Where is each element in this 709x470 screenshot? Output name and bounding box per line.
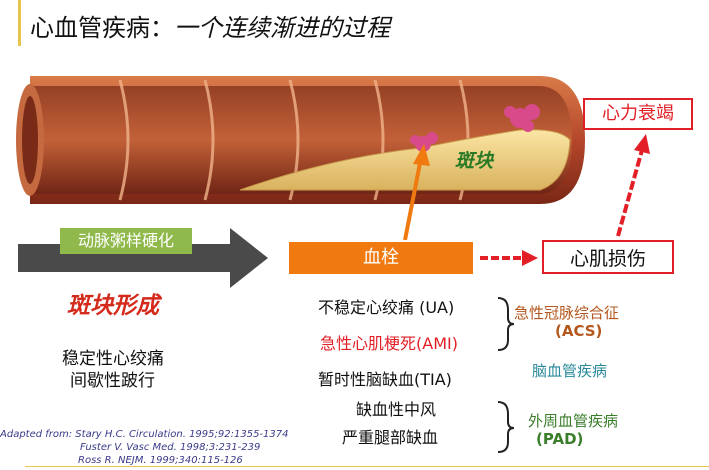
footer-divider bbox=[25, 466, 709, 467]
pad-group-label: 外周血管疾病 bbox=[528, 412, 619, 430]
plaque-pointer-arrow bbox=[403, 144, 430, 240]
disease-ami: 急性心肌梗死(AMI) bbox=[320, 334, 458, 353]
disease-limb-ischemia: 严重腿部缺血 bbox=[342, 428, 439, 447]
cerebrovascular-group-label: 脑血管疾病 bbox=[532, 362, 608, 380]
atherosclerosis-arrow bbox=[18, 228, 268, 288]
pad-abbrev: (PAD) bbox=[536, 430, 584, 448]
plaque-formation-label: 斑块形成 bbox=[67, 293, 159, 319]
watermark: 下载后无水印 bbox=[262, 218, 401, 243]
thrombus-clots bbox=[410, 104, 540, 152]
reference-3: Ross R. NEJM. 1999;340:115-126 bbox=[78, 455, 243, 466]
claudication-label: 间歇性跛行 bbox=[70, 371, 155, 391]
pad-bracket bbox=[497, 401, 515, 453]
acs-group-label: 急性冠脉综合征 bbox=[514, 304, 620, 322]
reference-2: Fuster V. Vasc Med. 1998;3:231-239 bbox=[80, 442, 261, 453]
reference-1: Adapted from: Stary H.C. Circulation. 19… bbox=[0, 429, 289, 440]
acs-bracket bbox=[497, 297, 515, 351]
heart-failure-box: 心力衰竭 bbox=[583, 98, 693, 130]
title-accent-bar bbox=[18, 0, 21, 46]
acs-abbrev: (ACS) bbox=[555, 322, 603, 340]
disease-ua: 不稳定心绞痛 (UA) bbox=[318, 298, 455, 317]
stable-angina-label: 稳定性心绞痛 bbox=[62, 349, 164, 369]
myocardial-injury-box: 心肌损伤 bbox=[542, 240, 674, 274]
page-title: 心血管疾病：一个连续渐进的过程 bbox=[30, 8, 390, 43]
thrombus-box: 血栓 bbox=[289, 242, 473, 274]
plaque-label: 斑块 bbox=[455, 150, 494, 172]
disease-tia: 暂时性脑缺血(TIA) bbox=[318, 370, 452, 389]
thrombus-to-mi-arrow bbox=[480, 250, 538, 266]
title-part-2: 一个连续渐进的过程 bbox=[174, 14, 390, 42]
mi-to-hf-arrow bbox=[616, 134, 650, 237]
plaque-shape bbox=[239, 129, 571, 191]
disease-stroke: 缺血性中风 bbox=[356, 400, 437, 419]
references: Adapted from: Stary H.C. Circulation. 19… bbox=[0, 428, 289, 467]
title-part-1: 心血管疾病： bbox=[30, 14, 174, 42]
artery-illustration bbox=[16, 76, 585, 240]
atherosclerosis-label: 动脉粥样硬化 bbox=[60, 228, 192, 254]
